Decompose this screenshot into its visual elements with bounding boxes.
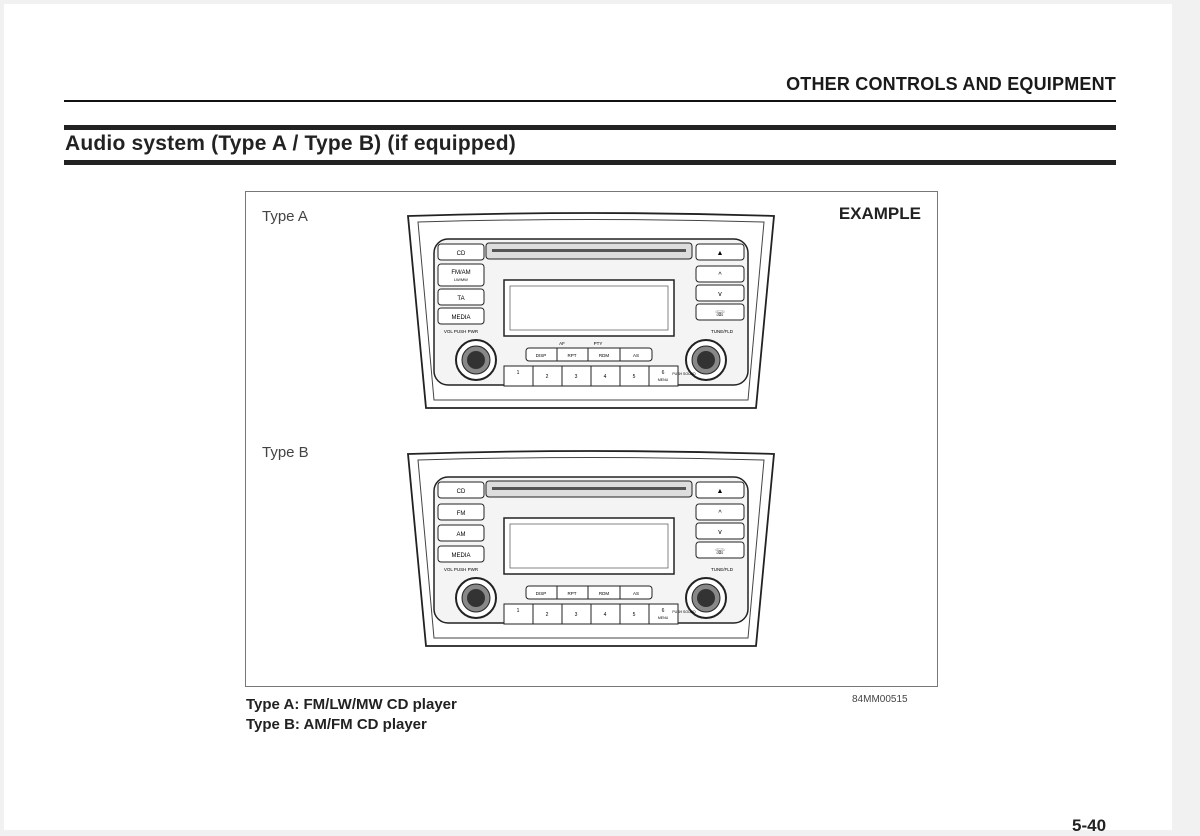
type-b-preset-4: 4 [604, 612, 607, 618]
type-b-down-label: v [718, 529, 722, 536]
type-b-fm-label: FM [457, 511, 466, 517]
type-b-preset-3: 3 [575, 612, 578, 618]
type-b-disp-label: DISP [536, 591, 547, 596]
type-b-am-label: AM [457, 532, 466, 538]
figure-code: 84MM00515 [852, 694, 908, 705]
manual-page: OTHER CONTROLS AND EQUIPMENT Audio syste… [4, 4, 1172, 835]
type-a-tune-label: TUNE/FLD [711, 329, 734, 334]
type-a-band-label: FM/AM [451, 270, 470, 276]
type-b-cd-label: CD [457, 489, 466, 495]
type-a-as-label: AS [633, 353, 639, 358]
type-b-preset-6: 6 [662, 608, 665, 614]
example-label: EXAMPLE [838, 204, 921, 223]
type-a-band-sub-label: LW/MW [454, 277, 468, 282]
type-a-preset-1: 1 [517, 370, 520, 376]
type-a-af-label: AF [559, 341, 565, 346]
type-b-rpt-label: RPT [568, 591, 577, 596]
section-rule-bottom [64, 160, 1116, 165]
type-b-label: Type B [262, 444, 309, 461]
type-a-label: Type A [262, 208, 308, 225]
type-a-menu-label: MENU [658, 378, 669, 382]
type-b-vol-label: VOL PUSH PWR [444, 567, 479, 572]
running-head: OTHER CONTROLS AND EQUIPMENT [786, 74, 1116, 94]
type-b-preset-1: 1 [517, 608, 520, 614]
type-b-media-label: MEDIA [451, 553, 470, 559]
type-a-preset-4: 4 [604, 374, 607, 380]
type-a-media-label: MEDIA [451, 315, 470, 321]
type-a-preset-5: 5 [633, 374, 636, 380]
type-a-eject-label: ▲ [717, 250, 724, 257]
section-title: Audio system (Type A / Type B) (if equip… [65, 132, 516, 155]
type-a-preset-2: 2 [546, 374, 549, 380]
figure-box: Type A EXAMPLE CD FM/AM LW/MW TA MEDIA [245, 191, 938, 687]
type-b-radio-illustration: CD FM AM MEDIA VOL PUSH PWR ▲ ^ v ☏ TUNE… [407, 450, 775, 647]
type-b-eject-label: ▲ [717, 488, 724, 495]
type-a-radio-illustration: CD FM/AM LW/MW TA MEDIA VOL PUSH PWR ▲ ^… [407, 212, 775, 409]
type-a-disp-label: DISP [536, 353, 547, 358]
type-a-up-label: ^ [718, 272, 722, 279]
type-a-pty-label: PTY [594, 341, 603, 346]
type-a-ta-label: TA [457, 296, 464, 302]
caption-type-b: Type B: AM/FM CD player [246, 716, 427, 733]
type-a-rpt-label: RPT [568, 353, 577, 358]
type-b-sound-label: PUSH SOUND [672, 610, 696, 614]
type-a-down-label: v [718, 291, 722, 298]
type-b-rdm-label: RDM [599, 591, 609, 596]
type-a-preset-6: 6 [662, 370, 665, 376]
type-a-phone-icon: ☏ [715, 309, 725, 318]
type-a-cd-label: CD [457, 251, 466, 257]
type-a-vol-label: VOL PUSH PWR [444, 329, 479, 334]
type-b-as-label: AS [633, 591, 639, 596]
type-b-tune-label: TUNE/FLD [711, 567, 734, 572]
type-b-up-label: ^ [718, 510, 722, 517]
caption-type-a: Type A: FM/LW/MW CD player [246, 696, 457, 713]
type-a-rdm-label: RDM [599, 353, 609, 358]
header-rule [64, 100, 1116, 102]
type-b-menu-label: MENU [658, 616, 669, 620]
type-a-sound-label: PUSH SOUND [672, 372, 696, 376]
type-a-preset-3: 3 [575, 374, 578, 380]
section-rule-top [64, 125, 1116, 130]
type-b-preset-2: 2 [546, 612, 549, 618]
type-b-preset-5: 5 [633, 612, 636, 618]
page-number: 5-40 [1072, 816, 1107, 835]
type-b-phone-icon: ☏ [715, 547, 725, 556]
